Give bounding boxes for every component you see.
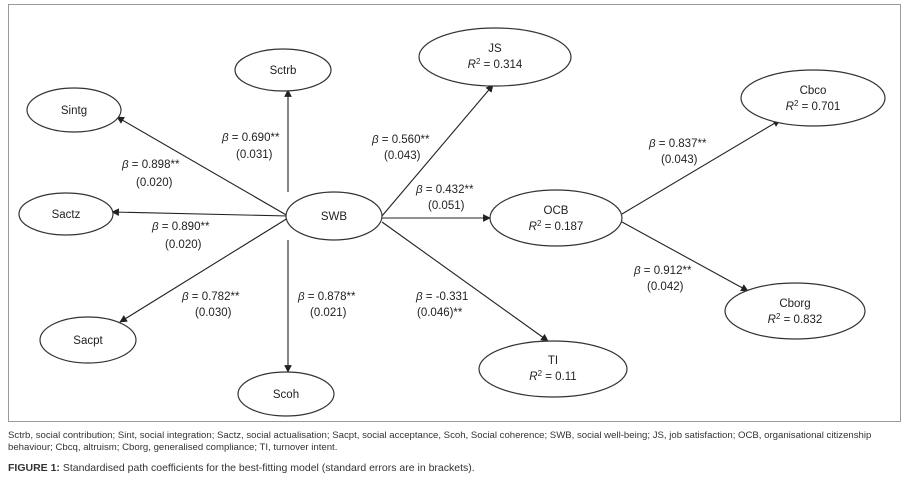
- figure-caption-text: Standardised path coefficients for the b…: [59, 462, 475, 474]
- node-ti: TI R2 = 0.11: [478, 340, 628, 398]
- svg-text:(0.021): (0.021): [310, 307, 347, 319]
- svg-text:OCB: OCB: [544, 205, 569, 217]
- svg-text:(0.020): (0.020): [136, 177, 173, 189]
- svg-text:(0.031): (0.031): [236, 149, 273, 161]
- r2-cbco: R2 = 0.701: [786, 99, 841, 113]
- coef-sintg: β = 0.898** (0.020): [121, 159, 180, 189]
- coef-cbco: β = 0.837** (0.043): [648, 138, 707, 166]
- arrow-ocb-cbco: [621, 119, 781, 215]
- node-swb: SWB: [285, 191, 383, 241]
- svg-text:SWB: SWB: [321, 211, 348, 223]
- arrow-swb-ti: [381, 221, 549, 342]
- arrow-swb-js: [381, 84, 494, 217]
- r2-ocb: R2 = 0.187: [529, 219, 584, 233]
- svg-text:JS: JS: [488, 43, 502, 55]
- node-sactz: Sactz: [18, 192, 114, 236]
- svg-text:TI: TI: [548, 355, 558, 367]
- node-scoh: Scoh: [237, 371, 335, 417]
- svg-text:(0.051): (0.051): [428, 200, 465, 212]
- coef-scoh: β = 0.878** (0.021): [297, 291, 356, 319]
- svg-text:Sctrb: Sctrb: [270, 65, 297, 77]
- svg-text:Sintg: Sintg: [61, 105, 87, 117]
- svg-text:Cborg: Cborg: [779, 298, 810, 310]
- node-cbco: Cbco R2 = 0.701: [740, 69, 886, 127]
- node-js: JS R2 = 0.314: [418, 27, 572, 87]
- svg-text:β = 0.782**: β = 0.782**: [181, 291, 240, 303]
- node-sintg: Sintg: [26, 87, 122, 133]
- arrow-swb-sintg: [116, 116, 289, 217]
- svg-text:(0.046)**: (0.046)**: [417, 307, 463, 319]
- node-ocb: OCB R2 = 0.187: [489, 189, 623, 247]
- coef-sctrb: β = 0.690** (0.031): [221, 132, 280, 161]
- svg-text:β = 0.690**: β = 0.690**: [221, 132, 280, 144]
- figure-caption: FIGURE 1: Standardised path coefficients…: [8, 462, 901, 474]
- coef-cborg: β = 0.912** (0.042): [633, 265, 692, 293]
- svg-text:β = 0.878**: β = 0.878**: [297, 291, 356, 303]
- svg-text:β = 0.560**: β = 0.560**: [371, 134, 430, 146]
- arrow-swb-sacpt: [119, 217, 289, 323]
- node-cborg: Cborg R2 = 0.832: [724, 282, 866, 340]
- arrow-swb-sactz: [111, 208, 289, 217]
- svg-text:Sactz: Sactz: [52, 209, 81, 221]
- node-sacpt: Sacpt: [39, 316, 137, 364]
- r2-js: R2 = 0.314: [468, 57, 523, 71]
- svg-text:β = -0.331: β = -0.331: [415, 291, 468, 303]
- coef-sacpt: β = 0.782** (0.030): [181, 291, 240, 319]
- coef-ocb: β = 0.432** (0.051): [415, 184, 474, 212]
- svg-text:(0.020): (0.020): [165, 239, 202, 251]
- svg-text:β = 0.837**: β = 0.837**: [648, 138, 707, 150]
- svg-text:Sacpt: Sacpt: [73, 335, 103, 347]
- svg-text:(0.043): (0.043): [384, 150, 421, 162]
- figure-frame: [8, 4, 901, 422]
- svg-text:Cbco: Cbco: [800, 85, 827, 97]
- node-sctrb: Sctrb: [234, 48, 332, 92]
- svg-text:Scoh: Scoh: [273, 389, 299, 401]
- abbreviations-footnote: Sctrb, social contribution; Sint, social…: [8, 430, 872, 453]
- svg-text:(0.043): (0.043): [661, 154, 698, 166]
- coef-sactz: β = 0.890** (0.020): [151, 221, 210, 251]
- r2-cborg: R2 = 0.832: [768, 312, 823, 326]
- svg-text:β = 0.890**: β = 0.890**: [151, 221, 210, 233]
- svg-text:β = 0.432**: β = 0.432**: [415, 184, 474, 196]
- arrow-ocb-cborg: [621, 221, 749, 292]
- svg-text:(0.042): (0.042): [647, 281, 684, 293]
- svg-text:(0.030): (0.030): [195, 307, 232, 319]
- coef-js: β = 0.560** (0.043): [371, 134, 430, 162]
- path-diagram: Sctrb Sintg Sactz Sacpt Scoh SWB JS R2 =…: [18, 27, 886, 417]
- svg-text:β = 0.912**: β = 0.912**: [633, 265, 692, 277]
- svg-text:β = 0.898**: β = 0.898**: [121, 159, 180, 171]
- figure-label: FIGURE 1:: [8, 462, 60, 474]
- r2-ti: R2 = 0.11: [529, 369, 576, 383]
- coef-ti: β = -0.331 (0.046)**: [415, 291, 468, 319]
